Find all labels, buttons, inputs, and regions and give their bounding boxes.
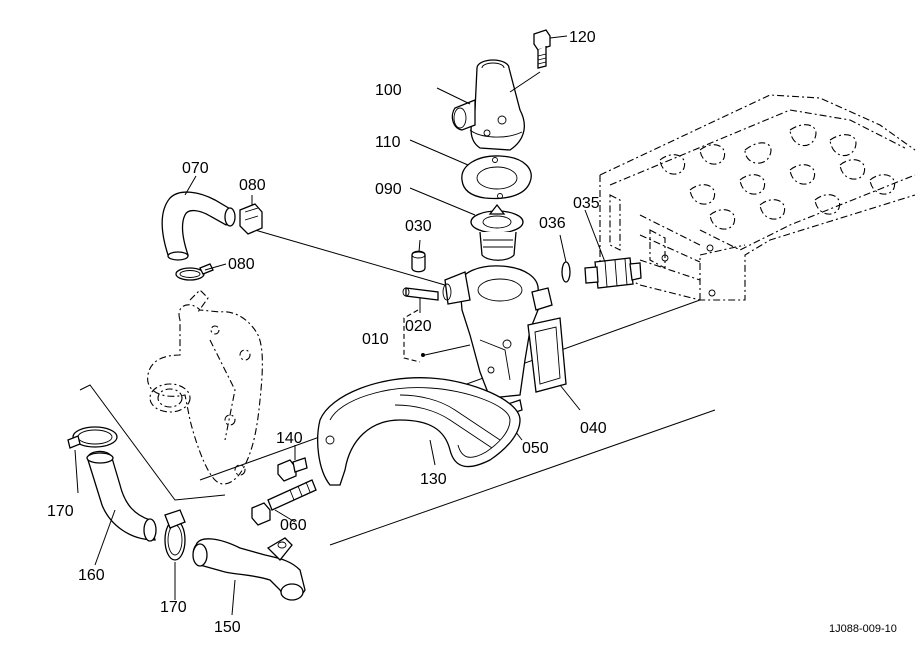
part-150-water-pipe — [192, 537, 306, 616]
label-035: 035 — [573, 195, 600, 212]
part-080-clamp-upper — [239, 195, 263, 235]
engine-block-outline — [599, 94, 916, 301]
part-030-plug — [411, 239, 426, 273]
part-010-thermostat-housing — [403, 265, 567, 399]
part-160-hose — [86, 450, 157, 566]
part-130-fan-belt — [317, 377, 521, 486]
part-100-thermostat-cover — [436, 59, 541, 151]
label-170-left: 170 — [47, 503, 74, 520]
label-090: 090 — [375, 181, 402, 198]
label-030: 030 — [405, 218, 432, 235]
label-010: 010 — [362, 331, 389, 348]
part-170-clamp-right — [164, 509, 186, 600]
label-160: 160 — [78, 567, 105, 584]
label-150: 150 — [214, 619, 241, 636]
part-020-pipe — [402, 287, 439, 313]
part-080-clamp-lower — [175, 263, 227, 281]
label-130: 130 — [420, 471, 447, 488]
label-110: 110 — [375, 134, 401, 151]
part-120-bolt — [533, 29, 568, 69]
label-170-right: 170 — [160, 599, 187, 616]
part-070-bypass-hose — [161, 175, 236, 261]
label-100: 100 — [375, 82, 402, 99]
part-040-gasket — [559, 384, 581, 411]
label-080-lower: 080 — [228, 256, 255, 273]
part-110-gasket — [409, 139, 532, 200]
label-040: 040 — [580, 420, 607, 437]
document-code: 1J088-009-10 — [829, 623, 897, 635]
part-060-bolt — [251, 479, 317, 526]
label-080-upper: 080 — [239, 177, 266, 194]
part-170-clamp-left — [67, 426, 118, 494]
part-035-temp-sensor — [584, 209, 642, 289]
part-140-bolt — [277, 445, 308, 482]
label-036: 036 — [539, 215, 566, 232]
water-pump — [79, 289, 263, 501]
part-036-washer — [559, 234, 571, 283]
label-120: 120 — [569, 29, 596, 46]
label-140: 140 — [276, 430, 303, 447]
part-090-thermostat — [409, 187, 524, 261]
label-060: 060 — [280, 517, 307, 534]
label-070: 070 — [182, 160, 209, 177]
label-050: 050 — [522, 440, 549, 457]
label-020: 020 — [405, 318, 432, 335]
